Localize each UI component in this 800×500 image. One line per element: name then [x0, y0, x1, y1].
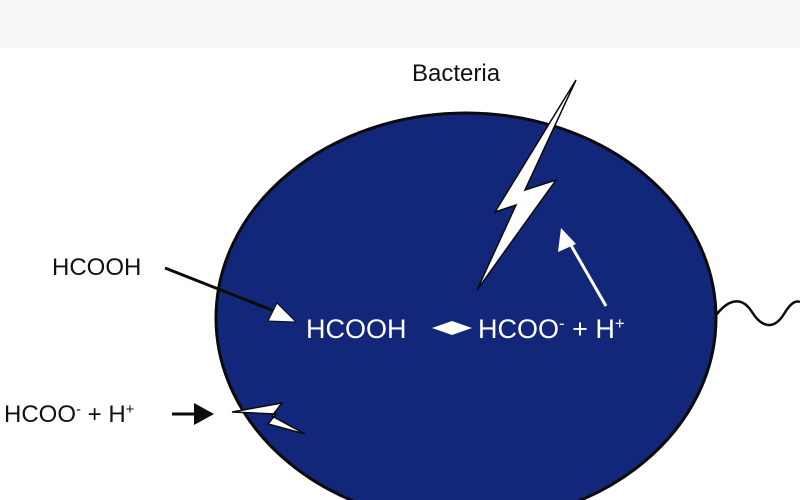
outside-ion-label: HCOO- + H+	[4, 401, 135, 428]
proton-arrowhead	[558, 228, 576, 252]
lightning-bolt-icon	[476, 79, 577, 291]
proton-arrow	[566, 239, 608, 307]
inside-ion-charge: -	[559, 313, 565, 333]
inside-acid-label: HCOOH	[306, 314, 407, 344]
inside-ion-label: HCOO- + H+	[478, 313, 625, 344]
bacterium-cell	[214, 111, 718, 500]
outside-plus-text: + H	[87, 401, 126, 428]
flagellum-icon	[712, 300, 800, 327]
outside-ion-text: HCOO	[4, 401, 76, 428]
outside-ion-charge: -	[76, 401, 81, 418]
acid-entry-arrow	[164, 266, 293, 320]
ion-arrowhead	[194, 403, 214, 425]
inside-ion-text: HCOO	[478, 314, 559, 344]
small-lightning-bolt-icon	[231, 401, 306, 435]
outside-proton-charge: +	[125, 401, 135, 418]
bacteria-label: Bacteria	[412, 60, 501, 87]
inside-plus-text: + H	[572, 314, 615, 344]
equilibrium-arrow-icon	[432, 321, 472, 335]
top-background-band	[0, 0, 800, 48]
inside-proton-charge: +	[614, 313, 625, 333]
acid-entry-arrowhead	[267, 302, 298, 323]
outside-acid-label: HCOOH	[52, 254, 142, 281]
